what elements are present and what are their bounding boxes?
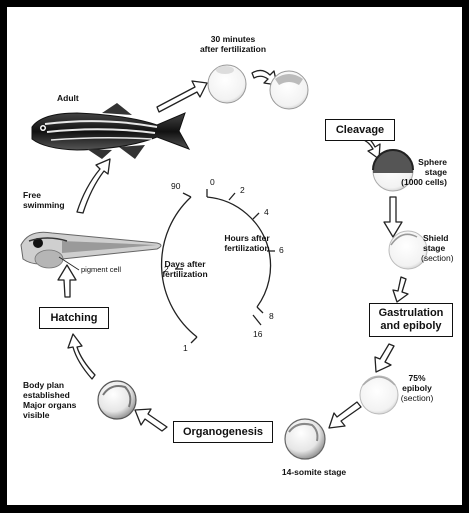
label-adult: Adult (57, 93, 107, 103)
hour-tick-label: 8 (269, 311, 274, 321)
label-14-somite: 14-somite stage (269, 467, 359, 477)
label-30-minutes: 30 minutes after fertilization (195, 34, 271, 54)
box-hatching: Hatching (39, 307, 109, 329)
arrow-shield-to-gastrulation (393, 277, 408, 302)
label-75-epiboly: 75% epiboly (392, 373, 442, 393)
label-free-swimming: Free swimming (23, 190, 83, 210)
label-shield-sub: (section) (421, 253, 461, 263)
hour-tick-label: 6 (279, 245, 284, 255)
adult-fish-image (32, 103, 189, 159)
arrow-sphere-to-shield (384, 197, 402, 237)
arrow-gastrulation-to-epiboly (375, 344, 394, 372)
hour-tick-label: 2 (240, 185, 245, 195)
label-pigment-cell: pigment cell (81, 265, 141, 275)
arrow-bodyplan-to-hatching (68, 334, 95, 379)
arrow-adult-to-zygote (157, 81, 207, 112)
embryo-shield (389, 231, 427, 269)
label-sphere-stage: Sphere stage (1000 cells) (377, 157, 447, 187)
hour-tick-label: 16 (253, 329, 262, 339)
day-tick-label: 1 (183, 343, 188, 353)
arrow-epiboly-to-somite (329, 402, 361, 428)
box-cleavage: Cleavage (325, 119, 395, 141)
label-hours-after-fertilization: Hours after fertilization (217, 233, 277, 253)
label-epiboly-sub: (section) (392, 393, 442, 403)
day-tick-label: 2 (164, 264, 169, 274)
box-gastrulation: Gastrulation and epiboly (369, 303, 453, 337)
hour-tick-label: 0 (210, 177, 215, 187)
embryo-cleavage (270, 71, 308, 109)
hour-tick-label: 4 (264, 207, 269, 217)
embryo-zygote (208, 65, 246, 103)
arrow-hatching-to-larva (58, 265, 76, 297)
arrow-organogenesis-to-bodyplan (135, 409, 167, 431)
embryo-body-plan (98, 381, 136, 419)
embryo-14-somite (285, 419, 325, 459)
box-organogenesis: Organogenesis (173, 421, 273, 443)
label-body-plan: Body plan established Major organs visib… (23, 380, 93, 420)
day-tick-label: 90 (171, 181, 180, 191)
label-shield-stage: Shield stage (423, 233, 463, 253)
